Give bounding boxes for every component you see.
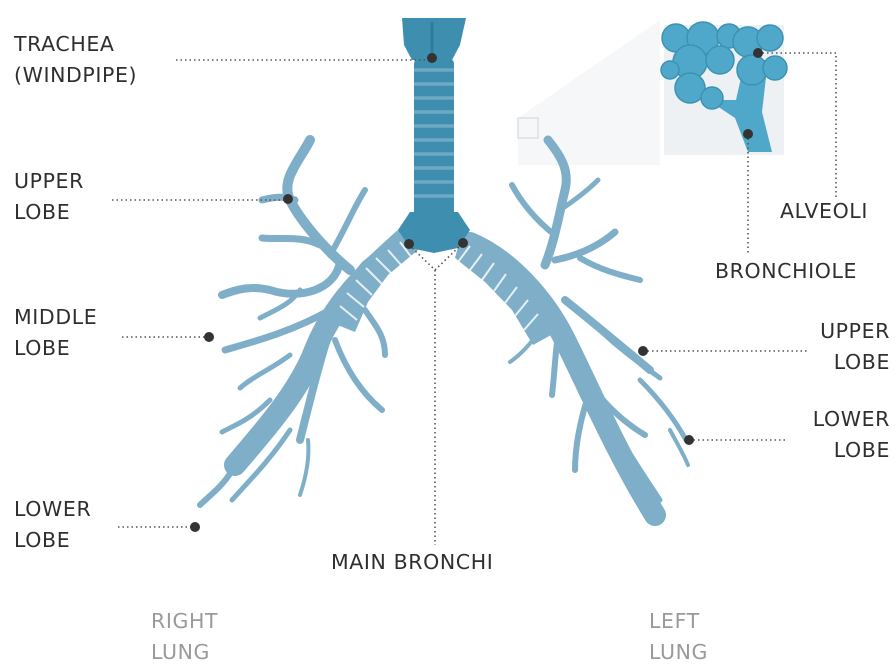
alveoli-inset <box>661 22 787 155</box>
alveoli-label: ALVEOLI <box>780 196 868 227</box>
trachea <box>398 18 470 253</box>
upper-lobe-left-line2: LOBE <box>820 347 890 378</box>
upper-lobe-right-line2: LOBE <box>14 197 84 228</box>
left-lung-airways <box>470 140 688 515</box>
right-lung-line1: RIGHT <box>151 606 218 637</box>
lower-lobe-right-line2: LOBE <box>14 525 91 556</box>
lower-lobe-left-line2: LOBE <box>813 435 890 466</box>
alveoli-marker <box>753 48 763 58</box>
left-lung-line1: LEFT <box>649 606 708 637</box>
trachea-label: TRACHEA (WINDPIPE) <box>14 29 137 91</box>
alveoli-text: ALVEOLI <box>780 196 868 227</box>
upper-lobe-right-line1: UPPER <box>14 166 84 197</box>
middle-lobe-line1: MIDDLE <box>14 302 97 333</box>
middle-lobe-marker <box>204 332 214 342</box>
upper-lobe-left-line1: UPPER <box>820 316 890 347</box>
left-lung-label: LEFT LUNG <box>649 606 708 668</box>
bronchiole-label: BRONCHIOLE <box>715 256 857 287</box>
trachea-marker <box>427 53 437 63</box>
bronchiole-marker <box>743 129 753 139</box>
left-lung-line2: LUNG <box>649 637 708 668</box>
main-bronchi-label: MAIN BRONCHI <box>331 547 493 578</box>
trachea-label-line1: TRACHEA <box>14 29 137 60</box>
main-bronchus-right-marker <box>404 239 414 249</box>
lower-lobe-right-label: LOWER LOBE <box>14 494 91 556</box>
right-lung-label: RIGHT LUNG <box>151 606 218 668</box>
trachea-label-line2: (WINDPIPE) <box>14 60 137 91</box>
right-lung-line2: LUNG <box>151 637 218 668</box>
upper-lobe-right-marker <box>283 194 293 204</box>
zoom-callout-cone <box>518 20 660 165</box>
upper-lobe-left-label: UPPER LOBE <box>820 316 890 378</box>
lower-lobe-right-marker <box>190 522 200 532</box>
main-bronchi-text: MAIN BRONCHI <box>331 547 493 578</box>
upper-lobe-left-marker <box>638 346 648 356</box>
lower-lobe-left-label: LOWER LOBE <box>813 404 890 466</box>
bronchiole-text: BRONCHIOLE <box>715 256 857 287</box>
main-bronchus-left-marker <box>458 238 468 248</box>
middle-lobe-line2: LOBE <box>14 333 97 364</box>
lower-lobe-right-line1: LOWER <box>14 494 91 525</box>
right-lung-airways <box>200 140 403 505</box>
lower-lobe-left-marker <box>684 435 694 445</box>
middle-lobe-label: MIDDLE LOBE <box>14 302 97 364</box>
upper-lobe-right-label: UPPER LOBE <box>14 166 84 228</box>
lower-lobe-left-line1: LOWER <box>813 404 890 435</box>
